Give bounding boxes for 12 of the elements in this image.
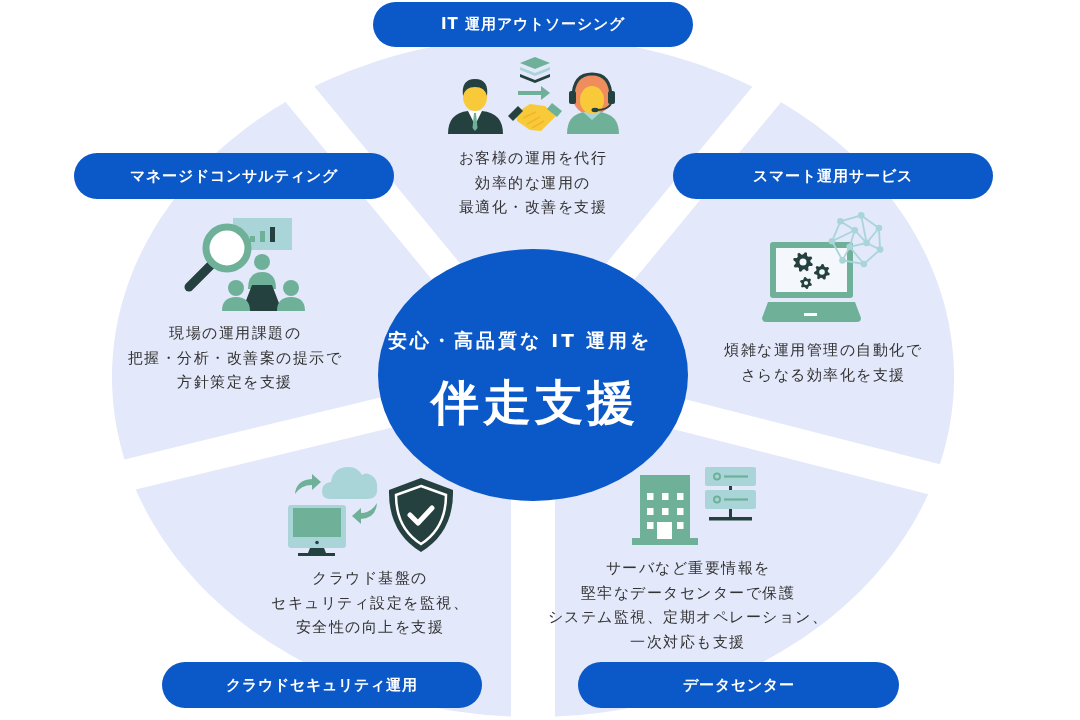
headline-text: 伴走支援 (431, 375, 639, 429)
section-heading: IT 運用アウトソーシング (373, 2, 693, 47)
tagline-text: 安心・高品質な IT 運用を (387, 329, 653, 353)
section-heading: データセンター (578, 662, 899, 708)
description-text: 煩雑な運用管理の自動化でさらなる効率化を支援 (724, 340, 922, 386)
description-text: お客様の運用を代行効率的な運用の最適化・改善を支援 (458, 148, 608, 218)
section-heading: クラウドセキュリティ運用 (162, 662, 482, 708)
section-heading: マネージドコンサルティング (74, 153, 394, 199)
description-text: クラウド基盤のセキュリティ設定を監視、安全性の向上を支援 (271, 568, 469, 638)
section-heading: スマート運用サービス (673, 153, 993, 199)
description-text: サーバなど重要情報を堅牢なデータセンターで保護システム監視、定期オペレーション、一次対応も支援 (547, 558, 829, 653)
description-text: 現場の運用課題の把握・分析・改善案の提示で方針策定を支援 (127, 323, 343, 393)
